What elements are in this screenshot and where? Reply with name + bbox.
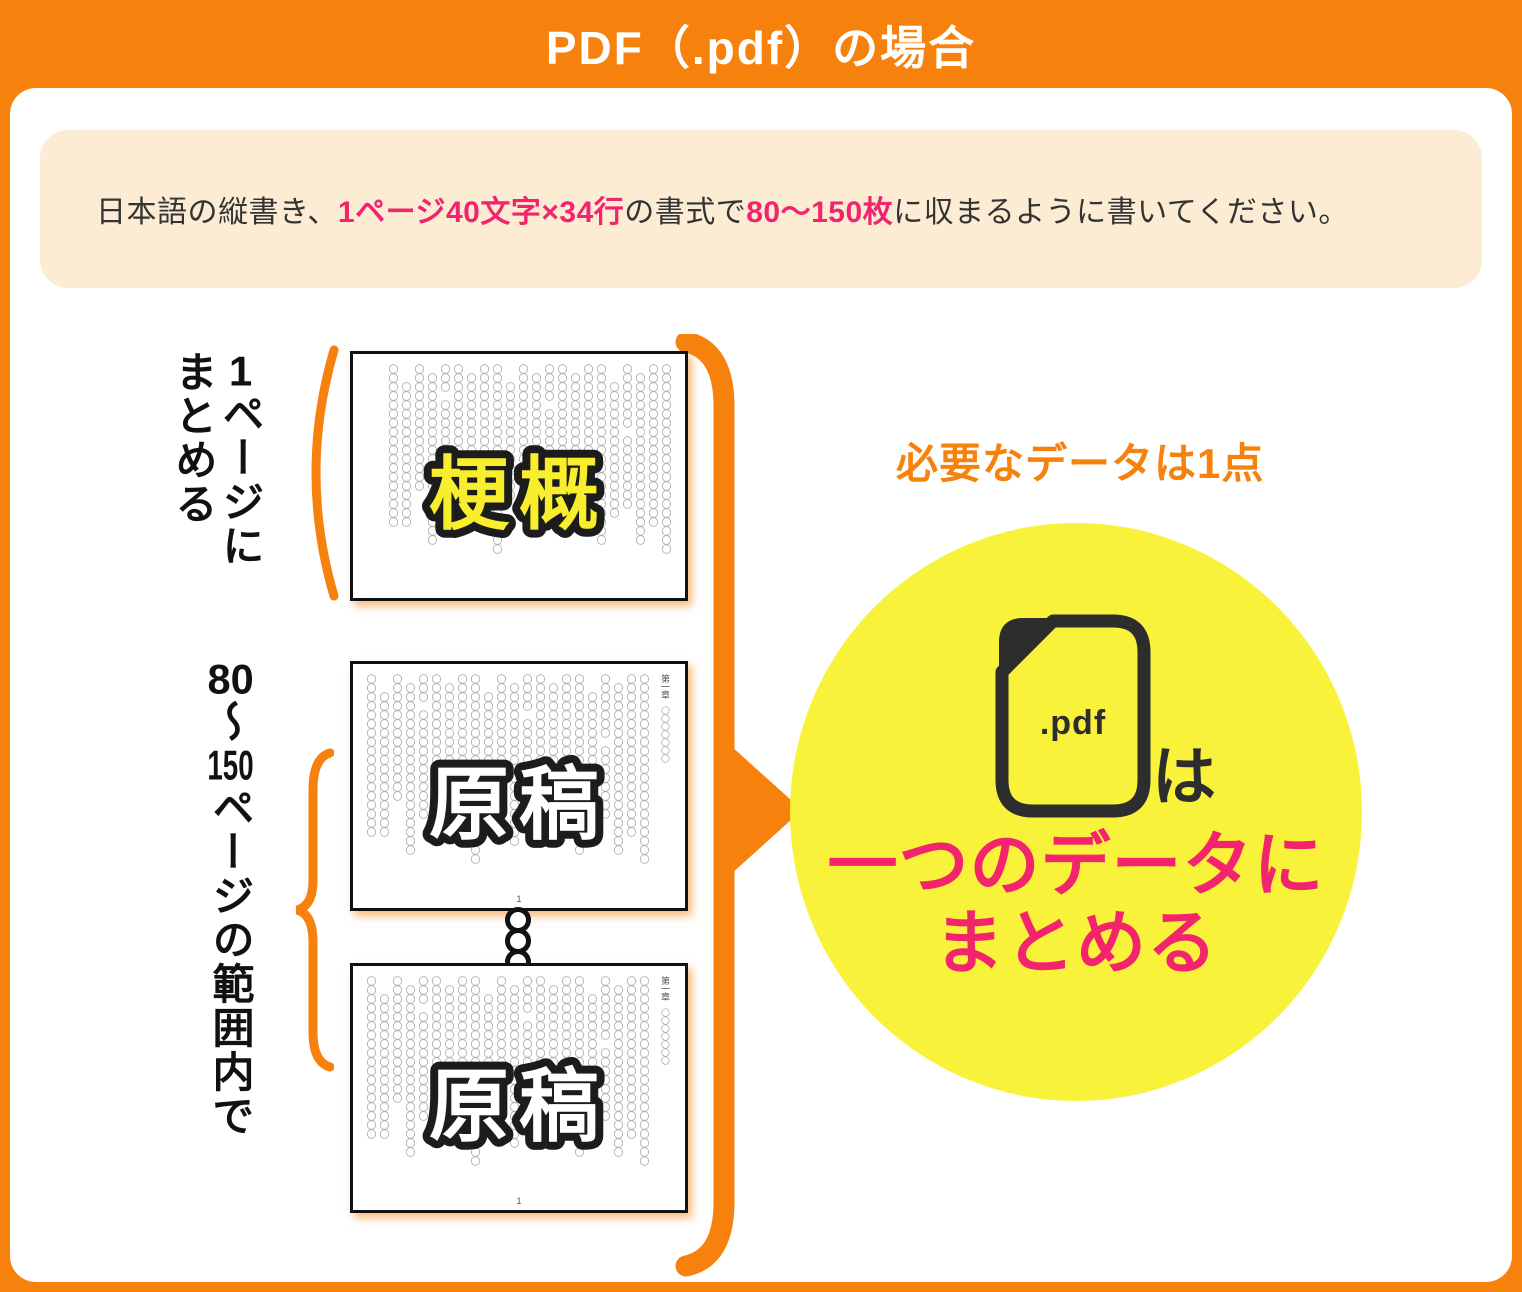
document-thumbnail-synopsis: 〇〇〇〇〇〇〇〇〇〇〇〇〇〇〇〇〇〇〇〇〇〇〇〇〇〇〇〇〇〇〇〇〇〇〇〇〇〇〇 … (350, 351, 688, 601)
note-text: 日本語の縦書き、1ページ40文字×34行の書式で80〜150枚に収まるように書い… (96, 196, 1349, 229)
manuscript-title: 原稿 (421, 752, 609, 857)
merge-statement-line2: まとめる (934, 904, 1218, 983)
merge-statement: 一つのデータに まとめる (790, 826, 1362, 983)
pdf-extension-label: .pdf (1039, 704, 1107, 742)
instruction-note: 日本語の縦書き、1ページ40文字×34行の書式で80〜150枚に収まるように書い… (40, 130, 1482, 288)
group2-brace-icon (295, 748, 334, 1072)
label-80-150-pages-range: 80〜150ページの範囲内で (207, 658, 254, 1138)
result-caption: 必要なデータは1点 (896, 440, 1265, 487)
file-outline-icon (995, 614, 1151, 818)
svg-text:原稿: 原稿 (429, 1062, 609, 1151)
page-text-fill: 第一章 〇〇〇〇〇〇〇〇〇〇〇〇〇〇〇〇〇〇〇〇〇〇〇〇〇〇〇〇〇〇〇〇〇〇〇〇… (367, 976, 670, 1165)
page-number: 1 (516, 894, 522, 904)
page-title: PDF（.pdf）の場合 (545, 22, 977, 74)
pdf-file-icon: .pdf (993, 612, 1153, 820)
page-text-fill: 〇〇〇〇〇〇〇〇〇〇〇〇〇〇〇〇〇〇〇〇〇〇〇〇〇〇〇〇〇〇〇〇〇〇〇〇〇〇〇 … (386, 364, 670, 553)
synopsis-title: 梗概 (421, 442, 609, 547)
merge-statement-line1: 一つのデータに (827, 826, 1325, 904)
document-thumbnail-manuscript-2: 第一章 〇〇〇〇〇〇〇〇〇〇〇〇〇〇〇〇〇〇〇〇〇〇〇〇〇〇〇〇〇〇〇〇〇〇〇〇… (350, 963, 688, 1213)
svg-text:梗概: 梗概 (429, 450, 609, 539)
document-thumbnail-manuscript-1: 第一章 〇〇〇〇〇〇〇〇〇〇〇〇〇〇〇〇〇〇〇〇〇〇〇〇〇〇〇〇〇〇〇〇〇〇〇〇… (350, 661, 688, 911)
page-text-fill: 第一章 〇〇〇〇〇〇〇〇〇〇〇〇〇〇〇〇〇〇〇〇〇〇〇〇〇〇〇〇〇〇〇〇〇〇〇〇… (367, 674, 670, 863)
label-one-page-summary: 1ページにまとめる (169, 350, 264, 568)
manuscript-title: 原稿 (421, 1054, 609, 1159)
svg-text:原稿: 原稿 (429, 760, 609, 849)
particle-wa: は (1152, 741, 1216, 813)
group1-paren-icon (311, 345, 339, 601)
merge-bracket-arrow-icon (675, 334, 802, 1277)
page-number: 1 (516, 1196, 522, 1206)
